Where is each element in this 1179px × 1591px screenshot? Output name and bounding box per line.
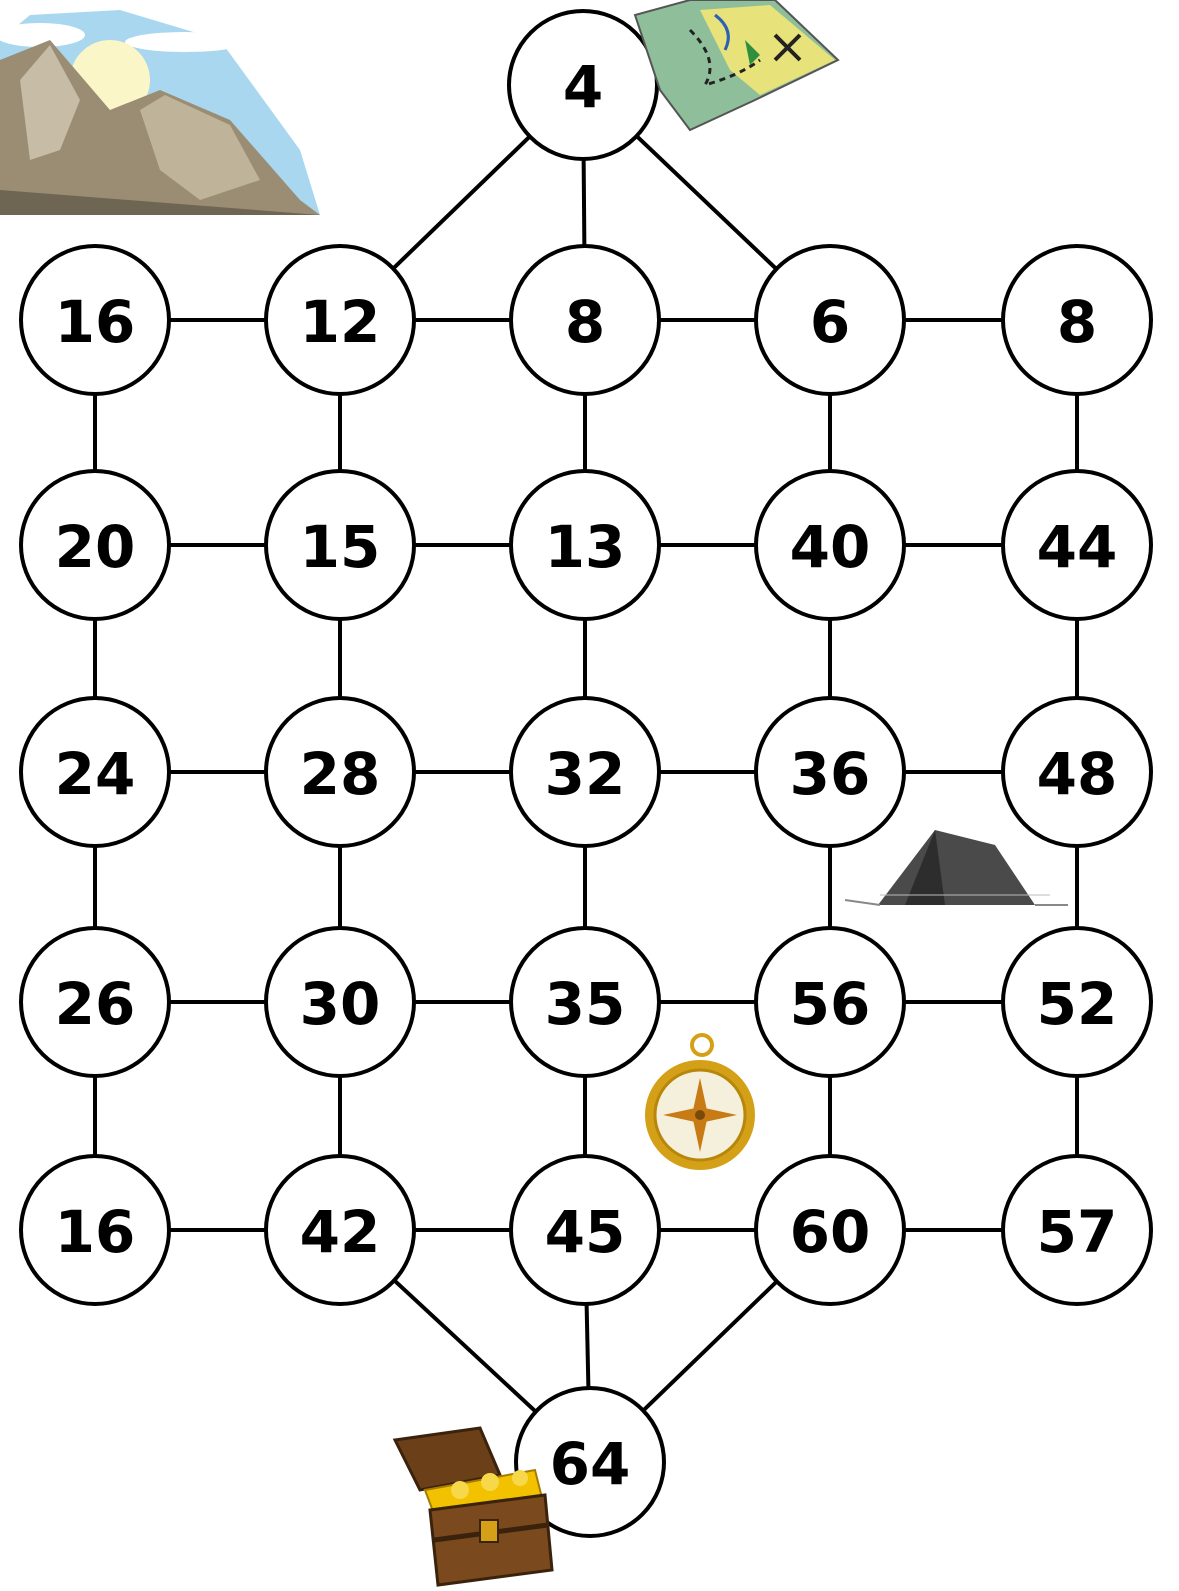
node-number: 40 xyxy=(790,513,871,581)
maze-node[interactable]: 6 xyxy=(756,246,904,394)
node-number: 16 xyxy=(55,288,136,356)
node-number: 24 xyxy=(55,740,136,808)
maze-node[interactable]: 30 xyxy=(266,928,414,1076)
maze-node[interactable]: 52 xyxy=(1003,928,1151,1076)
node-number: 12 xyxy=(300,288,381,356)
maze-node[interactable]: 8 xyxy=(1003,246,1151,394)
node-number: 32 xyxy=(545,740,626,808)
node-number: 16 xyxy=(55,1198,136,1266)
node-number: 56 xyxy=(790,970,871,1038)
node-number: 28 xyxy=(300,740,381,808)
maze-node[interactable]: 48 xyxy=(1003,698,1151,846)
maze-node[interactable]: 24 xyxy=(21,698,169,846)
node-number: 64 xyxy=(550,1430,631,1498)
node-number: 36 xyxy=(790,740,871,808)
treasure-map-icon xyxy=(635,0,838,130)
node-number: 48 xyxy=(1037,740,1118,808)
tent-icon xyxy=(845,830,1068,905)
node-number: 26 xyxy=(55,970,136,1038)
mountains-icon xyxy=(0,10,320,215)
maze-node[interactable]: 20 xyxy=(21,471,169,619)
maze-node[interactable]: 8 xyxy=(511,246,659,394)
maze-node[interactable]: 42 xyxy=(266,1156,414,1304)
node-number: 44 xyxy=(1037,513,1118,581)
node-number: 15 xyxy=(300,513,381,581)
node-number: 60 xyxy=(790,1198,871,1266)
node-number: 35 xyxy=(545,970,626,1038)
node-number: 4 xyxy=(563,53,603,121)
maze-node[interactable]: 26 xyxy=(21,928,169,1076)
maze-node[interactable]: 16 xyxy=(21,1156,169,1304)
compass-icon xyxy=(645,1035,755,1170)
node-number: 57 xyxy=(1037,1198,1118,1266)
node-number: 45 xyxy=(545,1198,626,1266)
maze-node[interactable]: 40 xyxy=(756,471,904,619)
maze-node[interactable]: 32 xyxy=(511,698,659,846)
maze-node[interactable]: 13 xyxy=(511,471,659,619)
maze-node[interactable]: 44 xyxy=(1003,471,1151,619)
node-number: 20 xyxy=(55,513,136,581)
maze-node[interactable]: 28 xyxy=(266,698,414,846)
maze-node[interactable]: 15 xyxy=(266,471,414,619)
node-number: 13 xyxy=(545,513,626,581)
node-number: 30 xyxy=(300,970,381,1038)
maze-node[interactable]: 16 xyxy=(21,246,169,394)
maze-node[interactable]: 56 xyxy=(756,928,904,1076)
maze-node[interactable]: 35 xyxy=(511,928,659,1076)
node-number: 8 xyxy=(565,288,605,356)
maze-node[interactable]: 12 xyxy=(266,246,414,394)
node-number: 42 xyxy=(300,1198,381,1266)
node-number: 6 xyxy=(810,288,850,356)
maze-node[interactable]: 57 xyxy=(1003,1156,1151,1304)
maze-node[interactable]: 45 xyxy=(511,1156,659,1304)
maze-node[interactable]: 60 xyxy=(756,1156,904,1304)
node-number: 52 xyxy=(1037,970,1118,1038)
start-node[interactable]: 4 xyxy=(509,11,657,159)
node-number: 8 xyxy=(1057,288,1097,356)
maze-node[interactable]: 36 xyxy=(756,698,904,846)
